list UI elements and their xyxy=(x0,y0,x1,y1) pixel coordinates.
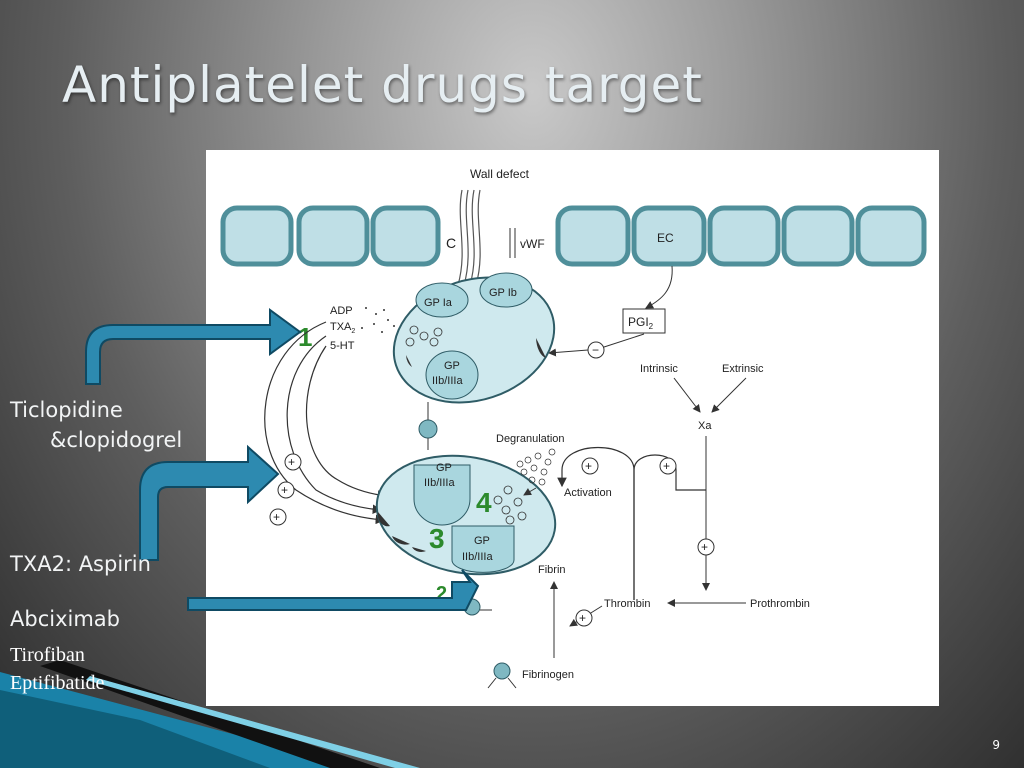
ec-label: EC xyxy=(657,231,674,245)
intrinsic-label: Intrinsic xyxy=(640,363,678,375)
granules-top xyxy=(405,325,443,347)
activation-signs-left: + + + xyxy=(269,453,302,526)
prothrombin-label: Prothrombin xyxy=(750,598,810,610)
degranulation-label: Degranulation xyxy=(496,433,565,445)
site-3-marker: 3 xyxy=(429,523,445,554)
endothelial-cell-ec xyxy=(631,205,707,267)
feedback-arrows xyxy=(264,321,388,525)
xa-plus xyxy=(697,538,715,556)
endothelial-cell xyxy=(370,205,441,267)
gp-iib-iiia-bottom: IIb/IIIa xyxy=(462,551,493,563)
collagen-label: C xyxy=(446,235,456,251)
site-4-marker: 4 xyxy=(476,487,492,518)
pgi2-label: PGI xyxy=(628,315,649,329)
fibrinogen-molecule xyxy=(487,662,517,689)
activation-label: Activation xyxy=(564,487,612,499)
txa2-label: TXA xyxy=(330,321,352,333)
granules-bottom xyxy=(493,485,527,525)
slide-title: Antiplatelet drugs target xyxy=(62,56,703,114)
endothelium xyxy=(220,205,927,267)
activated-platelet xyxy=(375,454,557,576)
svg-text:+: + xyxy=(281,483,288,497)
svg-text:+: + xyxy=(273,510,280,524)
activation-plus xyxy=(581,457,599,475)
fibrin-label: Fibrin xyxy=(538,564,566,576)
clopidogrel-label: &clopidogrel xyxy=(50,428,183,452)
vwf-label: vWF xyxy=(520,237,545,251)
svg-text:+: + xyxy=(288,455,295,469)
endothelial-cell xyxy=(855,205,927,267)
adp-label: ADP xyxy=(330,305,353,317)
svg-text:PGI2: PGI2 xyxy=(628,315,654,331)
gp-label-top: GP xyxy=(444,360,460,372)
svg-text:TXA2: TXA2 xyxy=(330,321,355,335)
svg-text:+: + xyxy=(585,459,592,473)
corner-decoration xyxy=(0,660,420,768)
gp-iib-iiia-top: IIb/IIIa xyxy=(432,375,463,387)
abciximab-arrow xyxy=(187,569,480,611)
txa2-subscript: 2 xyxy=(351,328,355,335)
thrombin-plus xyxy=(575,609,593,627)
pgi2-box xyxy=(622,308,666,334)
mediator-dots xyxy=(361,307,395,333)
diagram-canvas: Wall defect C vWF EC PGI2 − GP Ia GP Ib … xyxy=(220,167,927,689)
endothelial-cell xyxy=(555,205,631,267)
endothelial-cell xyxy=(707,205,781,267)
xa-label: Xa xyxy=(698,420,712,432)
endothelial-cell xyxy=(781,205,855,267)
svg-text:+: + xyxy=(701,540,708,554)
eptifibatide-label: Eptifibatide xyxy=(10,672,105,694)
gp-ib-label: GP Ib xyxy=(489,287,517,299)
page-number: 9 xyxy=(992,738,1000,752)
abciximab-label: Abciximab xyxy=(10,607,120,631)
pgi2-subscript: 2 xyxy=(649,322,654,331)
svg-text:+: + xyxy=(579,611,586,625)
svg-text:−: − xyxy=(592,343,599,357)
ticlopidine-label: Ticlopidine xyxy=(10,398,123,422)
thrombin-label: Thrombin xyxy=(604,598,650,610)
endothelial-cell xyxy=(296,205,370,267)
serotonin-label: 5-HT xyxy=(330,340,355,352)
coagulation-diagram: Wall defect C vWF EC PGI2 − GP Ia GP Ib … xyxy=(206,150,939,706)
site-2-marker: 2 xyxy=(436,583,447,605)
collagen-fibers xyxy=(457,189,516,286)
tirofiban-label: Tirofiban xyxy=(10,644,85,666)
gp-label-mid: GP xyxy=(436,462,452,474)
fibrinogen-label: Fibrinogen xyxy=(522,669,574,681)
aspirin-label: TXA2: Aspirin xyxy=(10,552,151,576)
gp-label-bottom: GP xyxy=(474,535,490,547)
adhering-platelet xyxy=(392,272,556,404)
gp-ia-label: GP Ia xyxy=(424,297,453,309)
endothelial-cell xyxy=(220,205,294,267)
aspirin-arrow xyxy=(139,444,280,561)
wall-defect-label: Wall defect xyxy=(470,167,530,181)
site-1-marker: 1 xyxy=(298,322,312,352)
thrombin-feedback-plus xyxy=(659,457,677,475)
gp-iib-iiia-mid: IIb/IIIa xyxy=(424,477,455,489)
extrinsic-label: Extrinsic xyxy=(722,363,764,375)
svg-text:+: + xyxy=(663,459,670,473)
ticlopidine-arrow xyxy=(85,308,302,385)
degranulation-cloud xyxy=(516,448,556,486)
